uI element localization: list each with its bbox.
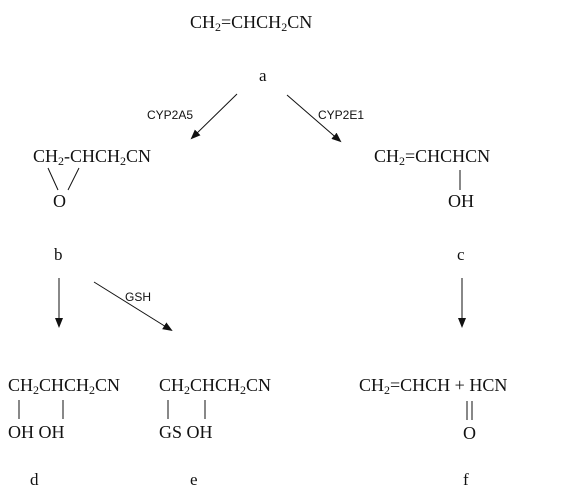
compound-d-formula: CH2CHCH2CN bbox=[8, 375, 121, 397]
compound-c-label: c bbox=[457, 245, 465, 264]
enzyme-cyp2e1-label: CYP2E1 bbox=[318, 108, 365, 122]
compound-e-formula: CH2CHCH2CN bbox=[159, 375, 272, 397]
enzyme-gsh-label: GSH bbox=[125, 290, 152, 304]
compound-f-label: f bbox=[463, 470, 469, 489]
arrow-a-to-c bbox=[286, 94, 342, 143]
compound-f-formula: CH2=CHCH + HCN bbox=[359, 375, 508, 397]
compound-a-formula: CH2=CHCH2CN bbox=[190, 12, 313, 34]
compound-b-substituent: O bbox=[53, 191, 66, 211]
arrow-b-to-e bbox=[93, 281, 173, 332]
compound-b-epoxide-bond-left bbox=[47, 167, 59, 191]
compound-b-label: b bbox=[54, 245, 63, 264]
enzyme-cyp2a5-label: CYP2A5 bbox=[147, 108, 194, 122]
compound-d-label: d bbox=[30, 470, 39, 489]
compound-b-formula: CH2-CHCH2CN bbox=[33, 146, 152, 168]
arrow-a-to-b bbox=[190, 93, 238, 140]
compound-c-substituent: OH bbox=[448, 191, 474, 211]
compound-c-formula: CH2=CHCHCN bbox=[374, 146, 491, 168]
compound-e-label: e bbox=[190, 470, 198, 489]
compound-e-substituent: GS OH bbox=[159, 422, 213, 442]
compound-d-substituent: OH OH bbox=[8, 422, 65, 442]
compound-f-substituent: O bbox=[463, 423, 476, 443]
compound-a-label: a bbox=[259, 66, 267, 85]
compound-b-epoxide-bond-right bbox=[67, 167, 80, 191]
